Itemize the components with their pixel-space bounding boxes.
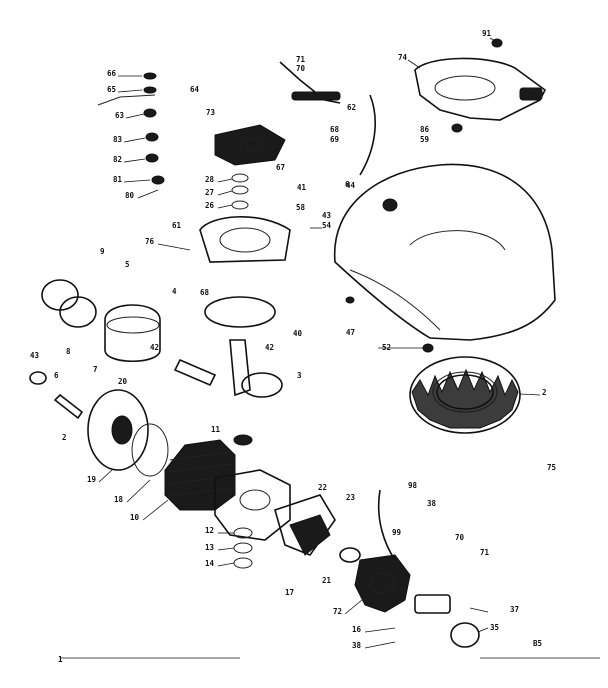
part-label: 62 — [347, 103, 356, 112]
part-label: 68 — [330, 125, 340, 134]
part-label: 7 — [93, 365, 98, 374]
part-label: 17 — [285, 588, 294, 597]
part-label: 35 — [490, 623, 499, 632]
muffler — [274, 494, 361, 563]
part-label: 68 — [200, 288, 210, 297]
part-label: 54 — [322, 221, 332, 230]
part-label: 43 — [322, 211, 332, 220]
part-label: 19 — [87, 475, 97, 484]
part-label: 20 — [118, 377, 128, 386]
part-label: 40 — [293, 329, 303, 338]
part-label: 72 — [333, 607, 342, 616]
part-label: 4 — [172, 287, 177, 296]
part-label: 22 — [318, 483, 327, 492]
part-label: 2 — [62, 433, 67, 442]
blower-housing — [333, 57, 556, 341]
part-label: 71 — [480, 548, 490, 557]
part-label: 61 — [172, 221, 182, 230]
part-label: 14 — [205, 559, 215, 568]
part-label: 73 — [206, 108, 216, 117]
hardware-stack — [143, 38, 503, 569]
part-label: 69 — [330, 135, 340, 144]
part-label: 44 — [346, 181, 356, 190]
part-label: 38 — [352, 641, 362, 650]
part-label: 81 — [113, 175, 123, 184]
cylinder-block — [164, 439, 291, 541]
part-label: 2 — [542, 388, 547, 397]
part-label: 6 — [345, 180, 350, 189]
ignition-assembly — [199, 124, 291, 263]
part-label: 28 — [205, 175, 215, 184]
crankshaft — [173, 296, 283, 398]
carburetor — [354, 554, 480, 648]
part-label: 12 — [205, 526, 214, 535]
recoil-starter — [87, 389, 169, 477]
part-label: 67 — [276, 163, 285, 172]
part-label: 86 — [420, 125, 430, 134]
part-label: 52 — [382, 343, 391, 352]
part-label: 75 — [547, 463, 556, 472]
leader-lines — [98, 37, 541, 649]
part-label: 13 — [205, 543, 215, 552]
part-label: 74 — [398, 53, 408, 62]
part-label: 42 — [150, 343, 159, 352]
part-label: 42 — [265, 343, 274, 352]
throttle-linkage — [97, 61, 396, 561]
part-label: 98 — [408, 481, 418, 490]
part-label: 71 — [296, 55, 306, 64]
part-label: 5 — [125, 260, 130, 269]
part-label: 11 — [211, 425, 221, 434]
part-label: 10 — [130, 513, 140, 522]
part-label: 9 — [100, 247, 105, 256]
spark-plug — [29, 371, 84, 420]
part-label: 70 — [455, 533, 465, 542]
part-label: 65 — [107, 85, 116, 94]
part-label: 47 — [346, 328, 355, 337]
part-label: 26 — [205, 201, 215, 210]
part-label: 8 — [66, 347, 71, 356]
part-label: 91 — [482, 29, 492, 38]
part-label: 27 — [205, 188, 214, 197]
part-label: 37 — [510, 605, 519, 614]
part-label: 1 — [58, 655, 63, 664]
part-label: 38 — [427, 499, 437, 508]
part-label: 63 — [115, 111, 125, 120]
part-label: 41 — [297, 183, 307, 192]
part-label: 70 — [296, 64, 306, 73]
part-label: 66 — [107, 69, 117, 78]
part-label: 99 — [392, 528, 402, 537]
part-label: 76 — [145, 237, 155, 246]
part-label: 21 — [322, 576, 332, 585]
part-label: 59 — [420, 135, 430, 144]
part-label: 58 — [296, 203, 306, 212]
part-label: 23 — [346, 493, 356, 502]
part-label: 82 — [113, 155, 122, 164]
part-label: 43 — [30, 351, 40, 360]
part-label: 64 — [190, 85, 200, 94]
part-label: 83 — [113, 135, 123, 144]
page-number: B5 — [533, 639, 542, 648]
part-label: 16 — [352, 625, 362, 634]
piston-assembly — [41, 279, 161, 363]
flywheel — [409, 356, 521, 434]
part-label: 80 — [125, 191, 135, 200]
part-label: 3 — [297, 371, 302, 380]
part-label: 6 — [54, 371, 59, 380]
part-label: 18 — [114, 495, 124, 504]
part-labels: 91 74 71 70 66 65 64 63 83 82 81 80 73 6… — [30, 29, 556, 664]
